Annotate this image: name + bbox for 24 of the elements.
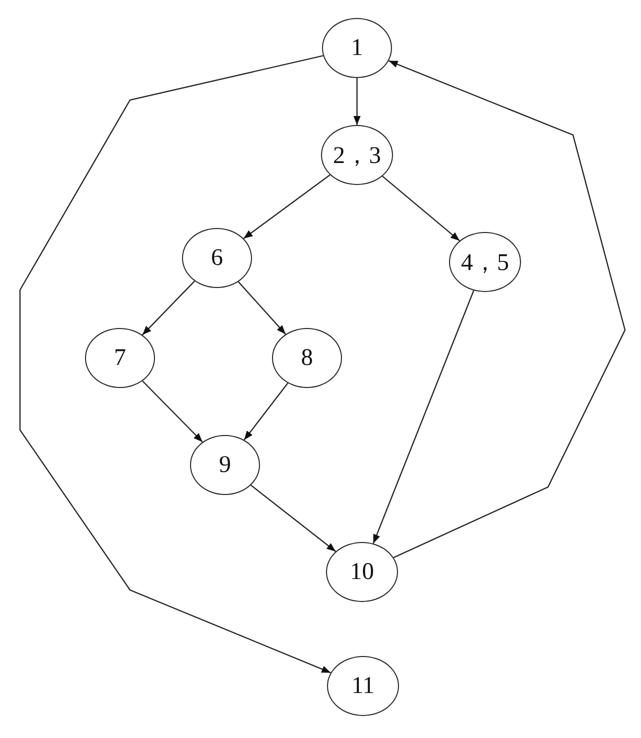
arrow	[388, 60, 626, 558]
arrow	[142, 380, 203, 442]
arrow	[243, 174, 330, 239]
node-ellipse	[190, 435, 260, 495]
arrow	[238, 281, 286, 335]
node-ellipse	[321, 125, 393, 185]
node-number: 2，3	[333, 142, 381, 171]
node-number: 8	[301, 344, 313, 372]
arrow	[19, 55, 331, 674]
node-number: 6	[211, 244, 223, 272]
node-number: 10	[350, 558, 374, 586]
node-ellipse	[182, 228, 252, 288]
arrow	[382, 176, 460, 242]
node-ellipse	[326, 542, 398, 602]
node-number: 7	[114, 344, 126, 372]
arrow	[250, 484, 336, 552]
node-number: 11	[351, 672, 375, 700]
arrow	[353, 78, 361, 125]
node-number: 9	[219, 452, 231, 478]
arrow	[244, 382, 288, 440]
arrow	[142, 280, 196, 336]
node-number: 1	[351, 34, 363, 62]
node-number: 4，5	[461, 249, 509, 278]
arrow	[372, 290, 474, 544]
